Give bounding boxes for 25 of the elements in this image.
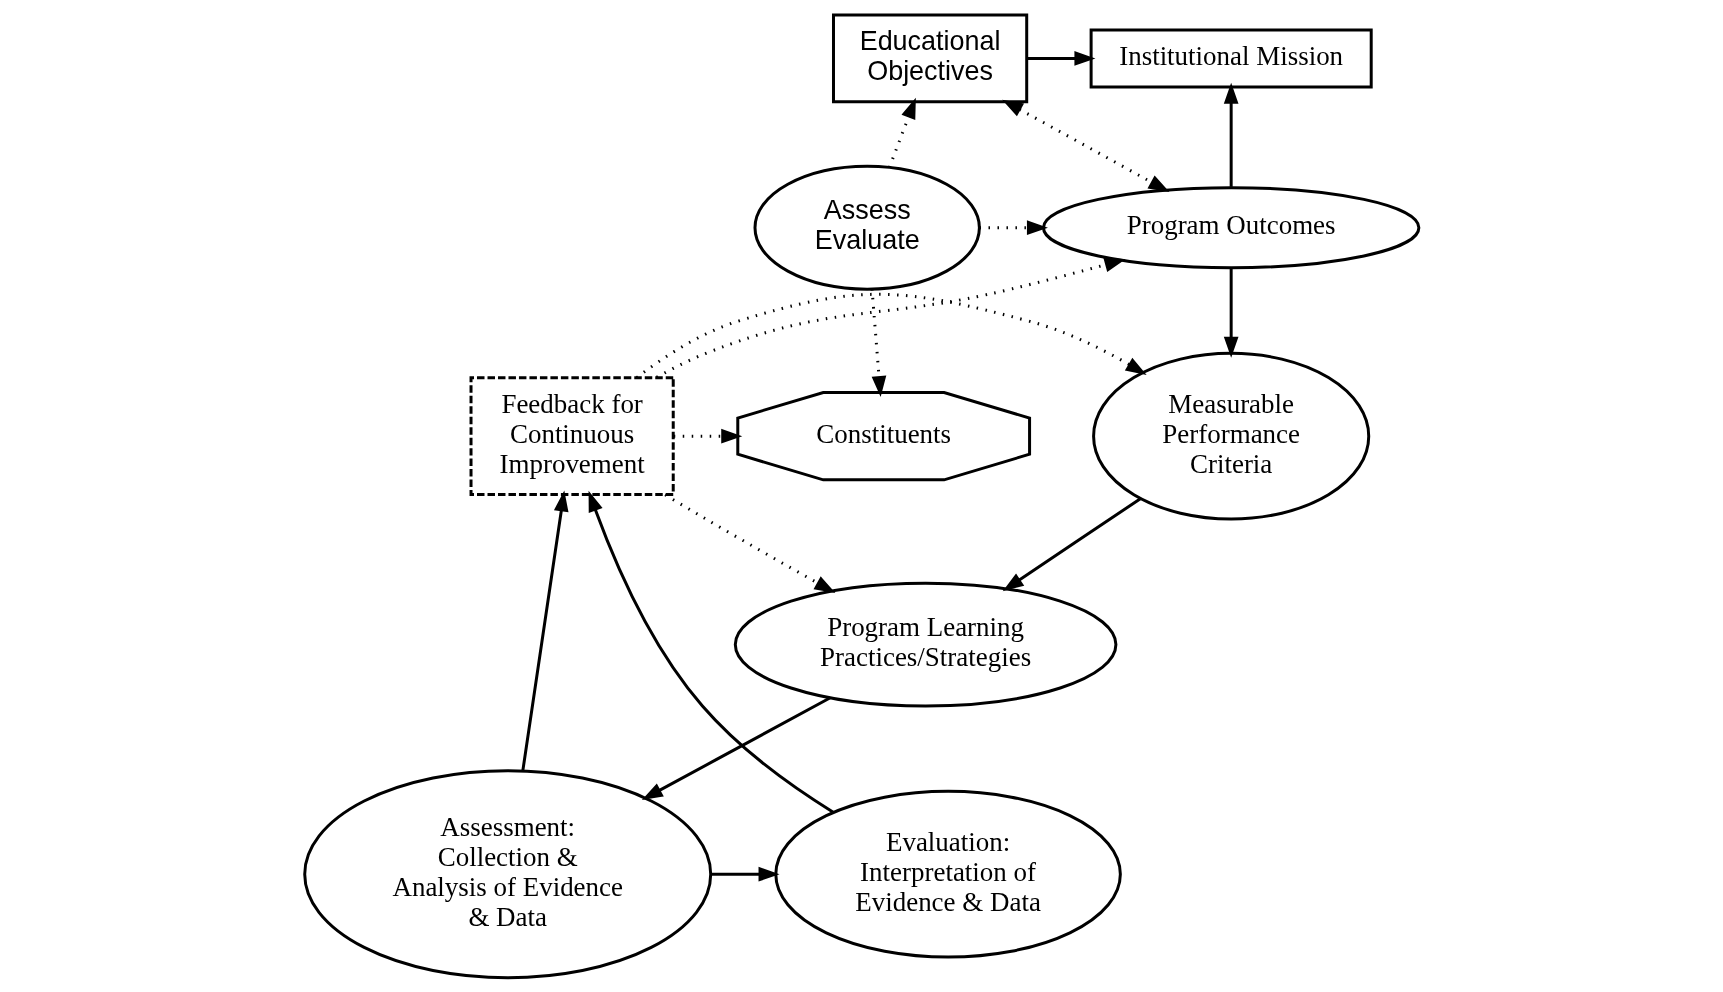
node-ellipse: Evaluation: Interpretation of Evidence & Data (774, 789, 1122, 959)
arrow (979, 219, 1048, 235)
arrow (635, 292, 1147, 379)
node-ellipse: Assess Evaluate (753, 164, 981, 291)
node-box: Feedback for Continuous Improvement (469, 375, 675, 496)
node-ellipse: Measurable Performance Criteria (1092, 351, 1371, 520)
arrow (655, 257, 1126, 379)
arrow (673, 428, 743, 443)
arrow (1223, 82, 1239, 187)
node-ellipse: Program Learning Practices/Strategies (733, 581, 1118, 707)
node-ellipse: Assessment: Collection & Analysis of Evidence & Data (303, 768, 713, 979)
arrow (711, 866, 780, 882)
node-box: Educational Objectives (832, 13, 1029, 103)
arrow (1223, 267, 1239, 358)
node-box: Institutional Mission (1089, 27, 1373, 88)
arrow (870, 288, 887, 397)
arrow (888, 97, 916, 168)
node-ellipse: Program Outcomes (1041, 185, 1421, 269)
arrow (521, 489, 569, 771)
arrow (1027, 50, 1096, 66)
arrow (664, 492, 836, 593)
arrow (1002, 496, 1142, 591)
arrow (1002, 99, 1170, 192)
arrow (588, 490, 834, 813)
arrow (641, 696, 831, 800)
